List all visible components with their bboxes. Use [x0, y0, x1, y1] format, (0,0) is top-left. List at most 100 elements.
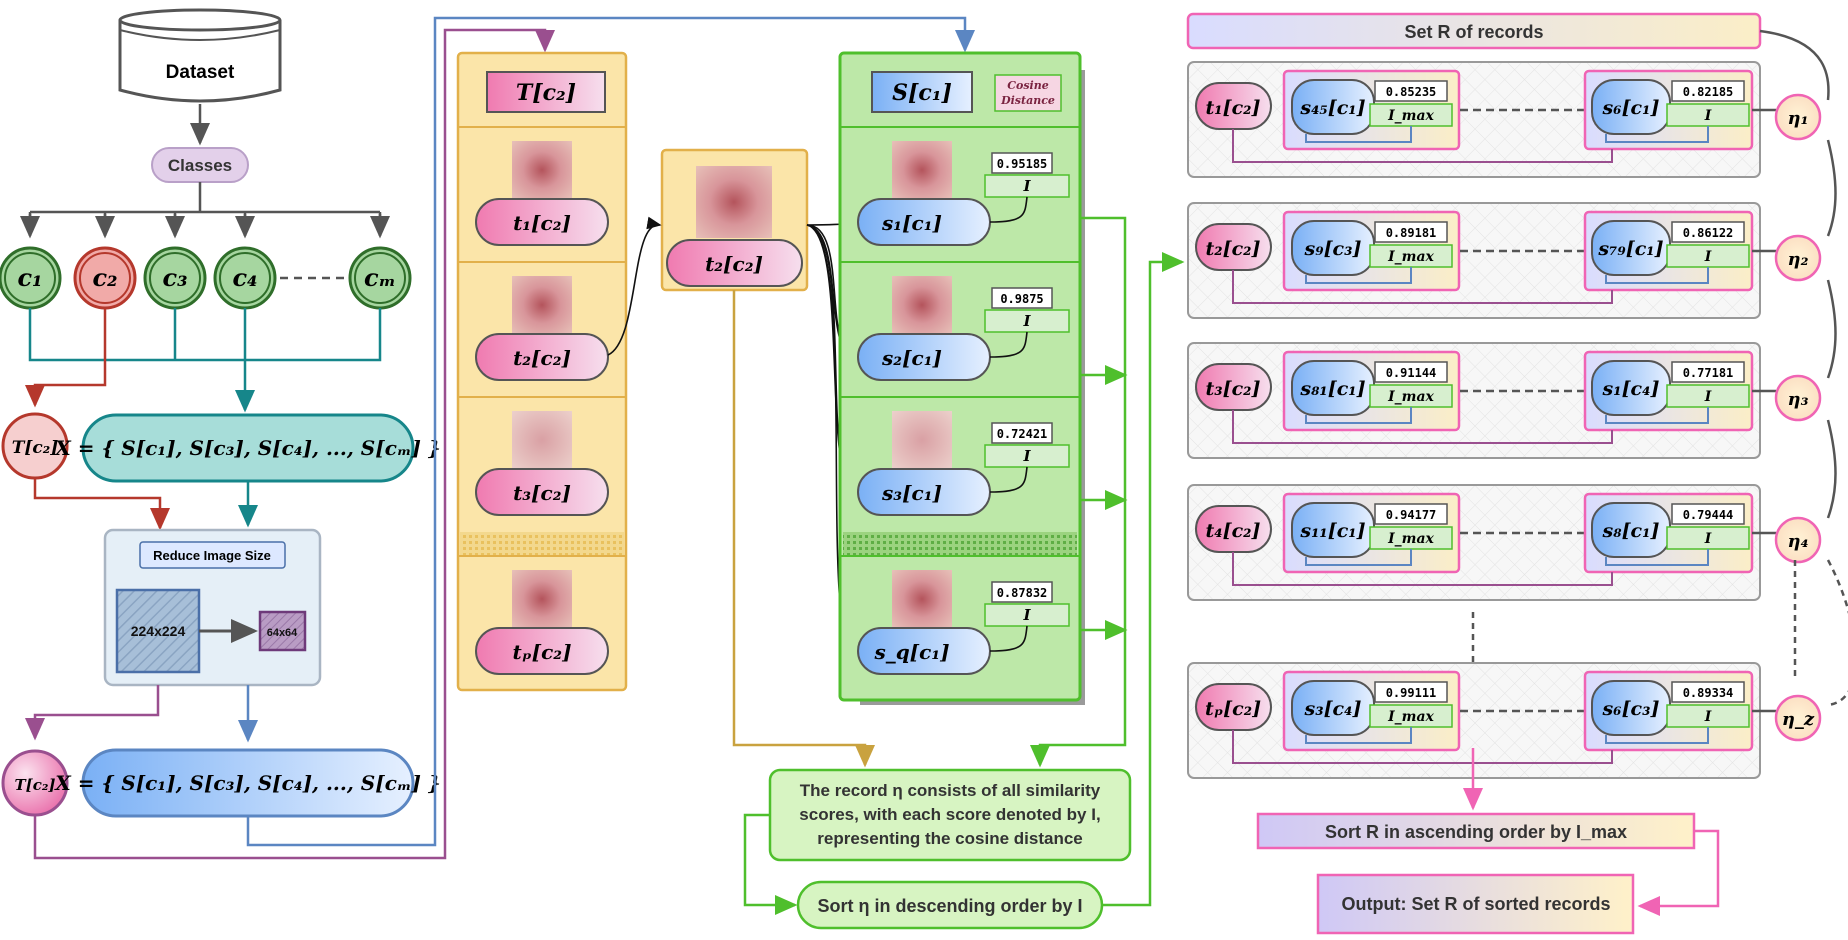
class-c1-label: c₁ — [17, 263, 42, 292]
size-224-label: 224x224 — [131, 623, 186, 639]
s-item-score: 0.72421 — [997, 427, 1048, 441]
s-item-label: s₂[c₁] — [881, 346, 942, 370]
t-item: tₚ[c₂] — [475, 570, 609, 675]
record-v2: 0.82185 — [1683, 85, 1734, 99]
record-t-label: t₃[c₂] — [1206, 378, 1261, 400]
class-cm-label: cₘ — [364, 263, 396, 292]
record-s1-label: s₉[c₃] — [1304, 238, 1362, 260]
s-item-label: s_q[c₁] — [873, 640, 949, 664]
record-note-line2: scores, with each score denoted by I, — [799, 805, 1100, 824]
dataset-cylinder: Dataset — [118, 8, 282, 103]
record-eta-label: η₃ — [1788, 389, 1809, 410]
record-v1: 0.89181 — [1386, 226, 1437, 240]
cosine-label-line1: Cosine — [1007, 79, 1048, 92]
set-r-title: Set R of records — [1186, 12, 1762, 50]
record-v2: 0.77181 — [1683, 366, 1734, 380]
x-set-top: X = { S[c₁], S[c₃], S[c₄], ..., S[cₘ] } — [53, 413, 441, 483]
dataset-label: Dataset — [166, 62, 235, 83]
record-s2-label: s₈[c₁] — [1602, 520, 1660, 542]
record-imax-label: I_max — [1387, 108, 1434, 124]
record-imax-label: I_max — [1387, 531, 1434, 547]
s-item-label: s₁[c₁] — [881, 211, 942, 235]
record-eta-label: η₁ — [1788, 108, 1809, 129]
t-item-label: t₃[c₂] — [513, 481, 571, 505]
t-column-header: T[c₂] — [516, 80, 576, 106]
record-imax-label: I_max — [1387, 249, 1434, 265]
record-eta-label: η₂ — [1788, 249, 1809, 270]
class-c4-label: c₄ — [232, 263, 257, 292]
record-s1-label: s₄₅[c₁] — [1299, 97, 1365, 119]
s-item-symbol: I — [1022, 606, 1031, 624]
record-i-label: I — [1704, 108, 1712, 124]
sort-r-box: Sort R in ascending order by I_max — [1256, 812, 1696, 850]
classes-node: Classes — [151, 147, 249, 183]
query-t2-label: t₂[c₂] — [705, 252, 763, 276]
record-t-label: t₄[c₂] — [1206, 520, 1261, 542]
record-s2-label: s₇₉[c₁] — [1597, 238, 1663, 260]
s-skin-image — [892, 411, 952, 469]
class-c3-label: c₃ — [162, 263, 187, 292]
record-s2-label: s₆[c₁] — [1602, 97, 1660, 119]
record-imax-label: I_max — [1387, 389, 1434, 405]
record-i-label: I — [1704, 389, 1712, 405]
s-item-score: 0.95185 — [997, 157, 1048, 171]
record-i-label: I — [1704, 709, 1712, 725]
sort-eta-box: Sort η in descending order by I — [796, 880, 1104, 930]
record-i-label: I — [1704, 531, 1712, 547]
t-item: t₁[c₂] — [475, 141, 609, 246]
cosine-label-line2: Distance — [1000, 94, 1055, 107]
t-item-label: tₚ[c₂] — [512, 640, 571, 664]
record-s1-label: s₈₁[c₁] — [1299, 378, 1365, 400]
record-eta-label: η₄ — [1788, 531, 1809, 552]
record-note-line1: The record η consists of all similarity — [800, 781, 1101, 800]
class-c3-node: c₃ — [143, 246, 207, 310]
record-note-line3: representing the cosine distance — [817, 829, 1082, 848]
reduce-title: Reduce Image Size — [153, 548, 271, 563]
record-eta-label: η_z — [1782, 709, 1815, 730]
record-v1: 0.99111 — [1386, 686, 1437, 700]
output-label: Output: Set R of sorted records — [1341, 894, 1610, 914]
t-skin-image — [512, 141, 572, 199]
class-c1-node: c₁ — [0, 246, 62, 310]
record-v2: 0.89334 — [1683, 686, 1734, 700]
record-i-label: I — [1704, 249, 1712, 265]
class-c4-node: c₄ — [213, 246, 277, 310]
class-cm-node: cₘ — [348, 246, 412, 310]
output-box: Output: Set R of sorted records — [1316, 873, 1635, 935]
record-s1-label: s₁₁[c₁] — [1299, 520, 1365, 542]
record-s2-label: s₆[c₃] — [1602, 698, 1660, 720]
record-v1: 0.94177 — [1386, 508, 1437, 522]
t-item: t₃[c₂] — [475, 411, 609, 516]
record-s2-label: s₁[c₄] — [1602, 378, 1660, 400]
t-item-label: t₂[c₂] — [513, 346, 571, 370]
t-skin-image — [512, 276, 572, 334]
s-skin-image — [892, 141, 952, 199]
s-item-score: 0.87832 — [997, 586, 1048, 600]
record-v1: 0.85235 — [1386, 85, 1437, 99]
t-item: t₂[c₂] — [475, 276, 609, 381]
t-skin-image — [512, 570, 572, 628]
classes-label: Classes — [168, 156, 232, 175]
s-skin-image — [892, 570, 952, 628]
s-item-symbol: I — [1022, 312, 1031, 330]
class-c2-label: c₂ — [92, 263, 117, 292]
x-set-top-label: X = { S[c₁], S[c₃], S[c₄], ..., S[cₘ] } — [53, 436, 440, 460]
record-s1-label: s₃[c₄] — [1304, 698, 1362, 720]
record-v2: 0.79444 — [1683, 508, 1734, 522]
class-c2-node: c₂ — [73, 246, 137, 310]
query-t2-panel: t₂[c₂] — [660, 148, 809, 292]
sort-eta-label: Sort η in descending order by I — [817, 896, 1082, 916]
t-c2-label: T[c₂] — [12, 438, 59, 458]
x-set-reduced: X = { S[c₁], S[c₃], S[c₄], ..., S[cₘ] } — [53, 748, 441, 818]
s-column-header: S[c₁] — [892, 80, 952, 106]
record-v2: 0.86122 — [1683, 226, 1734, 240]
size-64-label: 64x64 — [267, 627, 298, 639]
